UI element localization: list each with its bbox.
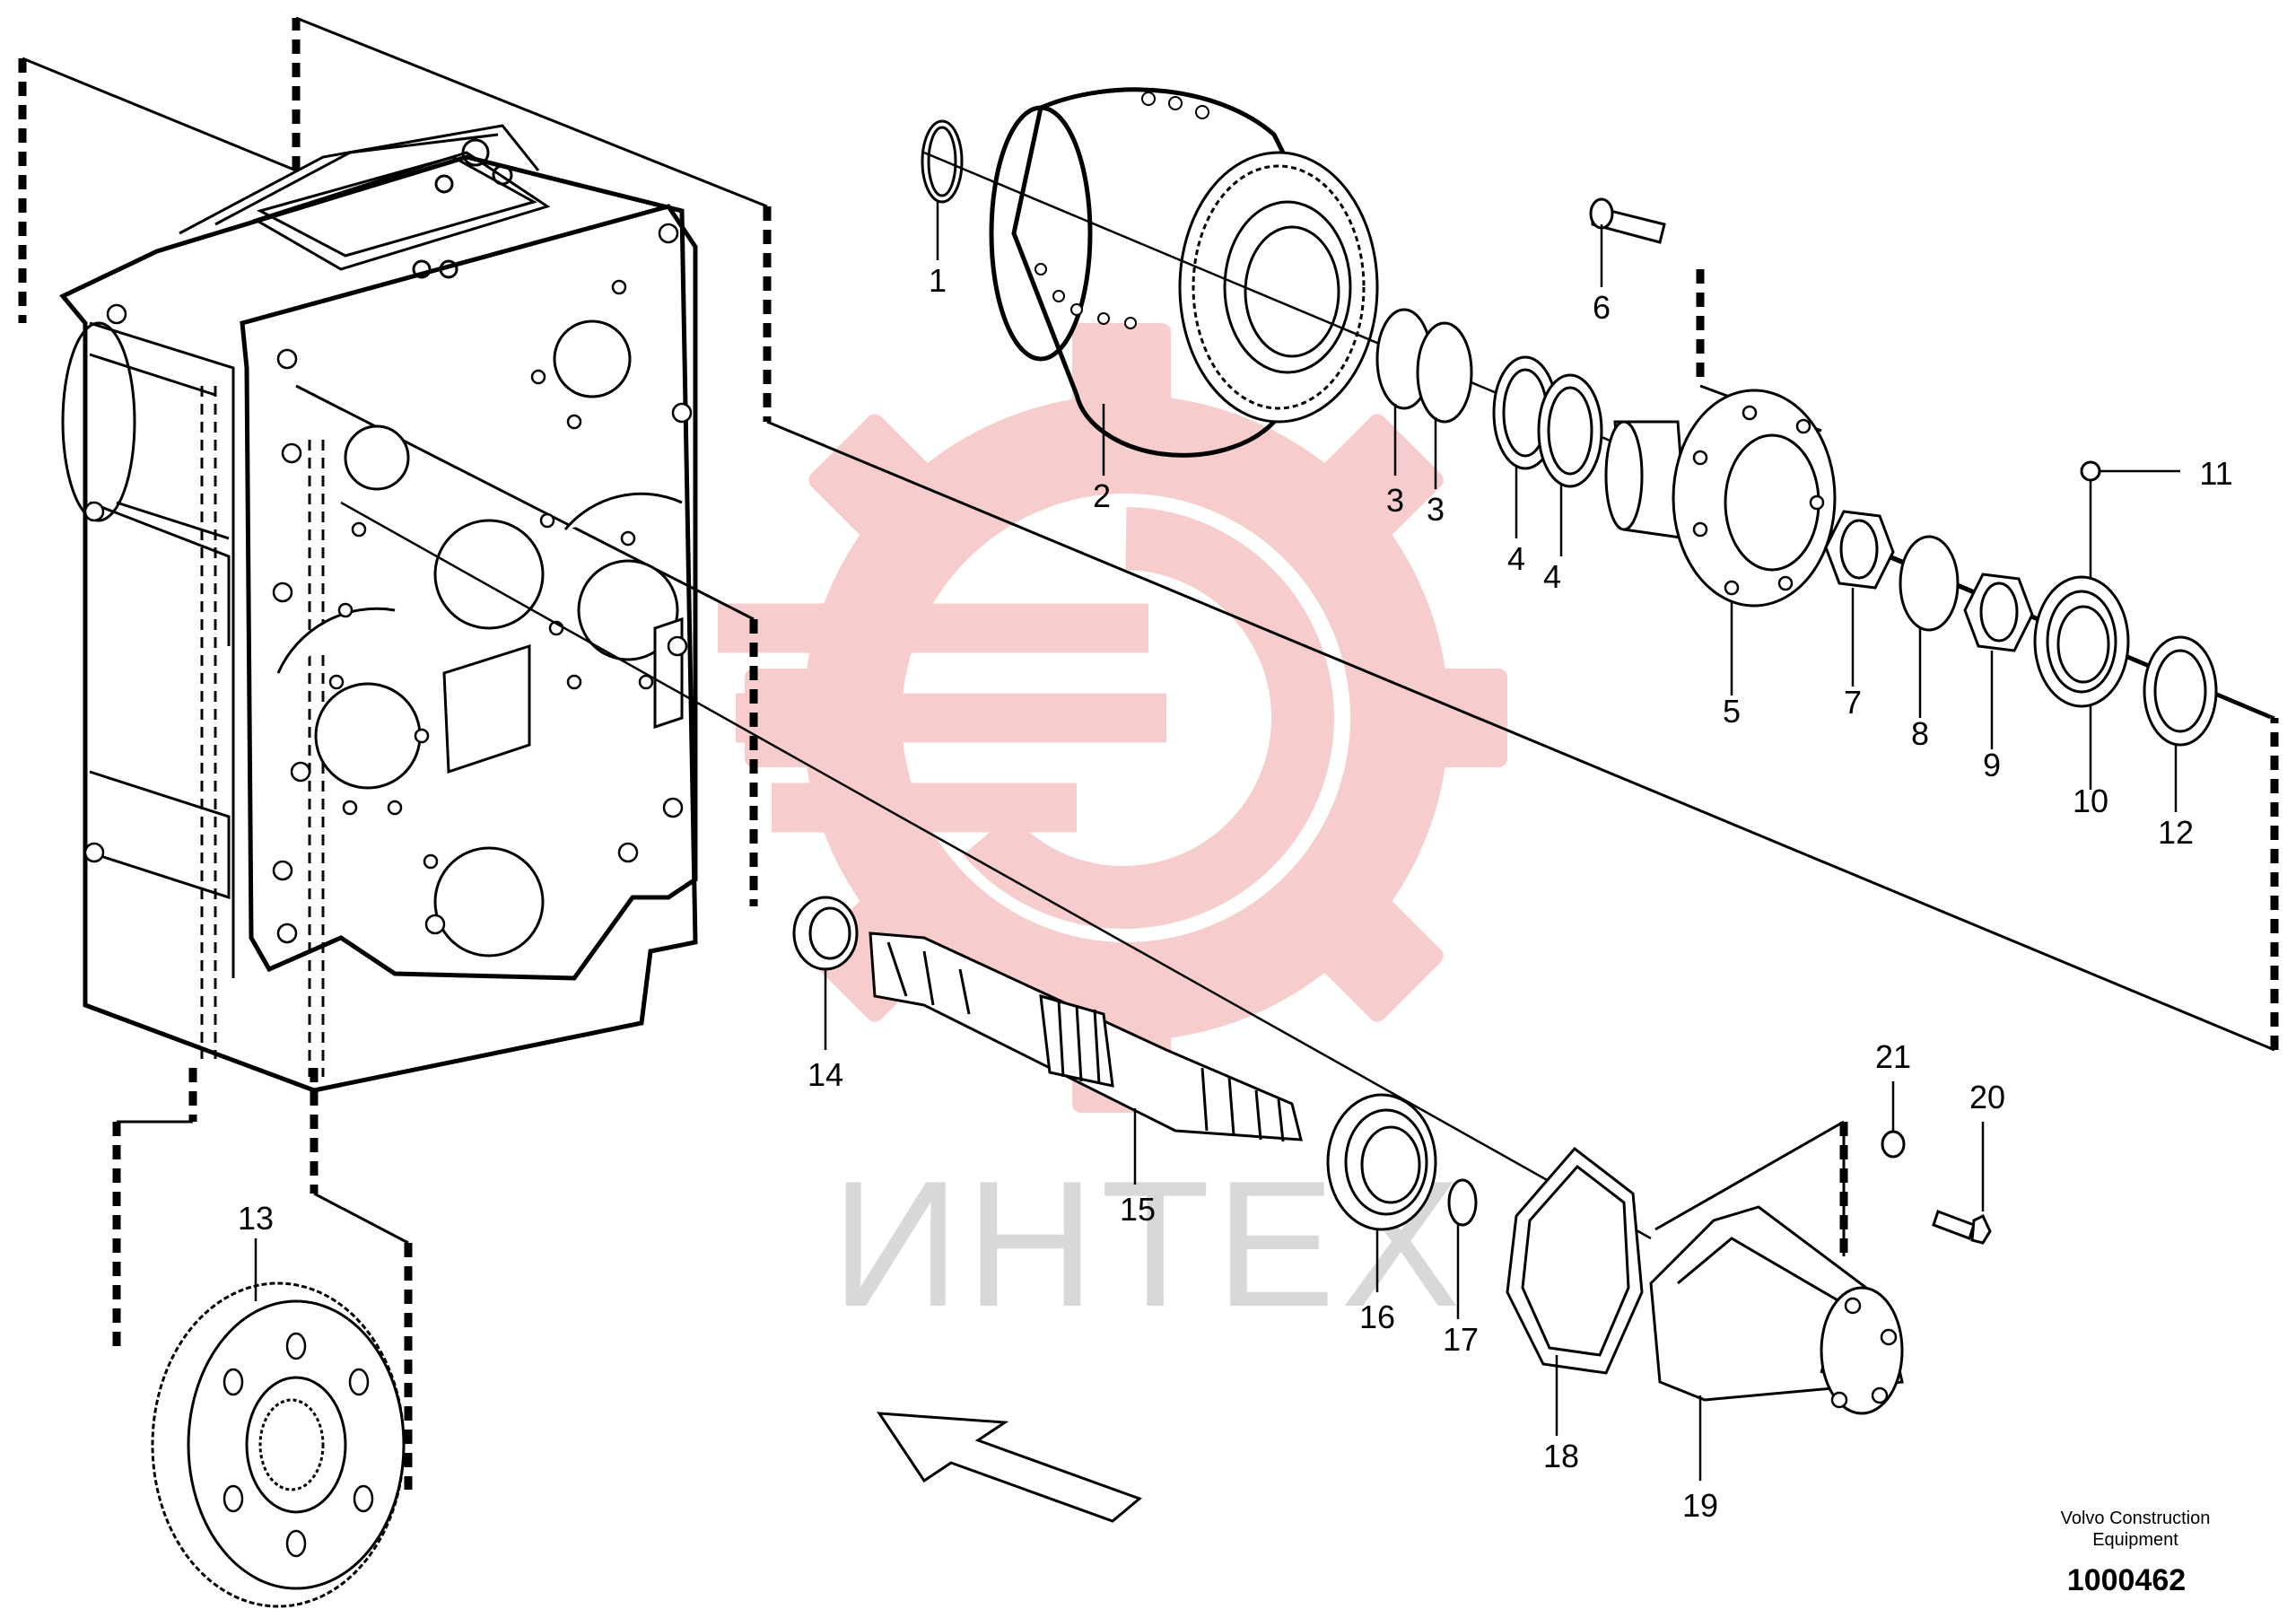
callout-2: 2 xyxy=(1093,477,1111,514)
callout-10: 10 xyxy=(2073,783,2108,819)
brand-line-1: Volvo Construction xyxy=(2061,1509,2211,1528)
callout-7: 7 xyxy=(1844,684,1862,721)
callout-3b: 3 xyxy=(1427,491,1445,528)
callout-11: 11 xyxy=(2199,455,2232,492)
direction-arrow-icon xyxy=(877,1412,1142,1523)
part-21-washer xyxy=(1881,1081,1906,1159)
part-10-bearing xyxy=(2033,575,2130,790)
part-17-circlip xyxy=(1447,1178,1478,1319)
footer: Volvo Construction Equipment 1000462 xyxy=(2061,1509,2211,1597)
part-9-nut xyxy=(1963,573,2034,749)
callout-20: 20 xyxy=(1969,1079,2005,1115)
part-5-flange-hub xyxy=(1604,389,1837,695)
part-16-bearing xyxy=(1326,1093,1437,1292)
callout-21: 21 xyxy=(1875,1038,1911,1075)
brand-line-2: Equipment xyxy=(2092,1530,2178,1550)
callout-9: 9 xyxy=(1983,747,2001,783)
callout-3a: 3 xyxy=(1386,482,1404,519)
part-3-rings xyxy=(1375,308,1473,489)
callout-1: 1 xyxy=(929,262,947,299)
transmission-housing xyxy=(59,124,698,1093)
drawing-number: 1000462 xyxy=(2067,1563,2186,1597)
part-1-snap-ring xyxy=(921,119,964,260)
callout-14: 14 xyxy=(808,1056,843,1093)
part-19-cover xyxy=(1649,1205,1904,1481)
part-7-nut xyxy=(1824,510,1895,687)
part-4-seals xyxy=(1492,355,1603,556)
watermark-logo xyxy=(718,323,1507,1113)
callout-15: 15 xyxy=(1120,1191,1156,1228)
callout-16: 16 xyxy=(1359,1299,1395,1335)
part-12-seal xyxy=(2143,635,2218,812)
part-18-gasket xyxy=(1506,1146,1644,1436)
lower-axis-line xyxy=(340,501,1652,1240)
part-15-shaft xyxy=(869,931,1303,1185)
callout-19: 19 xyxy=(1682,1487,1718,1524)
part-14-seal xyxy=(792,896,859,1050)
callout-6: 6 xyxy=(1593,289,1611,326)
part-6-bolt xyxy=(1589,197,1666,287)
callout-18: 18 xyxy=(1543,1438,1579,1474)
callout-12: 12 xyxy=(2158,814,2194,851)
part-13-gear xyxy=(151,1238,406,1608)
callout-13: 13 xyxy=(238,1200,274,1237)
callout-labels: 1 2 3 3 4 4 5 6 7 8 9 10 11 12 13 14 15 … xyxy=(238,262,2233,1524)
callout-5: 5 xyxy=(1723,693,1741,730)
callout-4b: 4 xyxy=(1543,558,1561,595)
part-2-clutch-drum xyxy=(989,87,1379,476)
part-11-ball xyxy=(2080,460,2180,579)
callout-8: 8 xyxy=(1911,715,1929,752)
housing-bolt-holes xyxy=(83,223,693,944)
part-8-ring xyxy=(1899,535,1960,718)
callout-4a: 4 xyxy=(1507,540,1525,577)
part-20-bolt xyxy=(1932,1122,1992,1245)
callout-17: 17 xyxy=(1443,1321,1479,1358)
